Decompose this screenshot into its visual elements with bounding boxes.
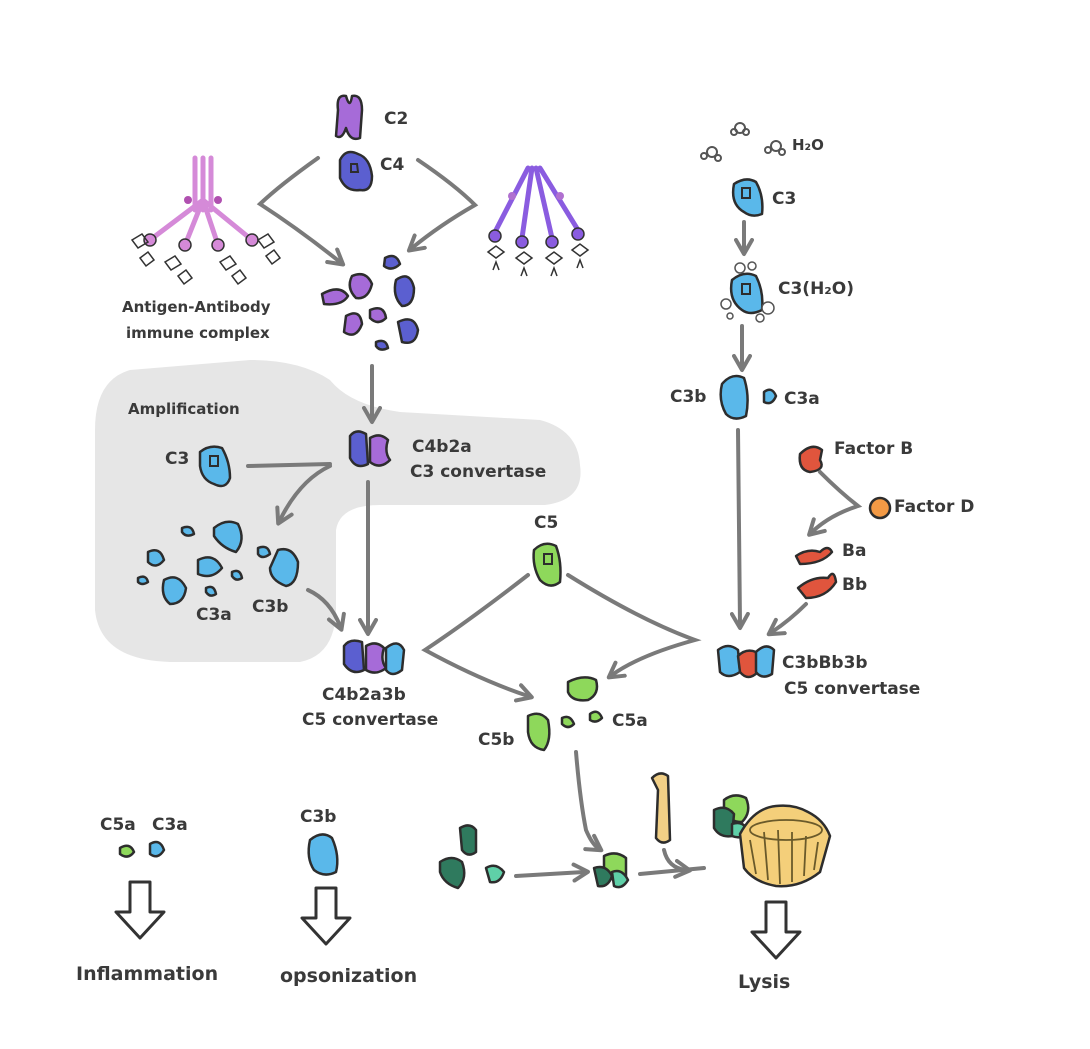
ba-label: Ba — [842, 541, 866, 561]
c3-fragments-icon — [136, 520, 300, 606]
arrow-amp-to-fragments — [275, 464, 332, 526]
arrow-c3b-alt-down — [729, 428, 750, 630]
c3b-alt-label: C3b — [670, 387, 706, 407]
ba-fragment-icon — [794, 546, 834, 566]
arrow-factor-b — [807, 470, 863, 537]
c3bbb3b-complex-icon — [716, 644, 776, 679]
c5-cleavage-icon — [526, 676, 604, 752]
c3b-alt-protein-icon — [719, 374, 778, 420]
c5-convertase-left-label: C5 convertase — [302, 710, 438, 730]
c3-convertase-label: C3 convertase — [410, 462, 546, 482]
c4-protein-icon — [338, 150, 374, 192]
lysis-arrow-icon — [750, 900, 802, 960]
c3h2o-protein-icon — [720, 261, 775, 323]
mac-core-icon — [592, 852, 630, 889]
water-molecules-icon — [700, 122, 786, 162]
c2-label: C2 — [384, 109, 408, 129]
arrow-mac-precursors — [514, 862, 590, 883]
c5-protein-icon — [532, 542, 562, 587]
opsonization-label: opsonization — [280, 965, 417, 987]
arrow-c5b-to-mac — [574, 750, 604, 853]
factor-b-label: Factor B — [834, 439, 913, 459]
h2o-label: H₂O — [792, 136, 824, 154]
opsonization-arrow-icon — [300, 886, 352, 946]
mbl-lectin-icon — [486, 165, 590, 277]
amplification-region — [95, 360, 581, 662]
c2-c4-fragments-icon — [320, 254, 420, 351]
bb-label: Bb — [842, 575, 867, 595]
arrow-to-pore — [638, 848, 706, 874]
arrow-c3-to-convertase — [246, 462, 332, 468]
c2-protein-icon — [334, 94, 364, 141]
c3-alt-label: C3 — [772, 189, 796, 209]
out-c5a-c3a-icon — [118, 840, 166, 858]
c3a-amp-label: C3a — [196, 605, 232, 625]
c3-amp-protein-icon — [198, 445, 232, 488]
c5a-label: C5a — [612, 711, 648, 731]
inflammation-label: Inflammation — [76, 963, 218, 985]
bb-fragment-icon — [796, 572, 838, 600]
factor-d-label: Factor D — [894, 497, 974, 517]
arrow-c5-left-convergence — [421, 573, 534, 703]
c3a-alt-label: C3a — [784, 389, 820, 409]
arrow-c3b-to-c4b2a3b — [306, 588, 346, 632]
factor-d-protein-icon — [868, 496, 892, 520]
c5b-label: C5b — [478, 730, 514, 750]
c3-alt-protein-icon — [731, 178, 764, 217]
out-c3a-label: C3a — [152, 815, 188, 835]
c3bbb3b-label: C3bBb3b — [782, 653, 868, 673]
c3h2o-label: C3(H₂O) — [778, 279, 854, 299]
c9-protein-icon — [650, 772, 672, 844]
immune-complex-label: immune complex — [126, 324, 270, 342]
inflammation-arrow-icon — [114, 880, 166, 940]
arrow-lectin — [406, 158, 479, 253]
c3b-amp-label: C3b — [252, 597, 288, 617]
amplification-label: Amplification — [128, 400, 240, 418]
mac-precursors-icon — [438, 824, 506, 890]
factor-b-protein-icon — [798, 445, 824, 474]
c4b2a-complex-icon — [348, 430, 392, 468]
lysis-label: Lysis — [738, 971, 790, 993]
arrow-immune-complex — [256, 156, 346, 267]
membrane-attack-complex-icon — [712, 794, 832, 888]
out-c3b-label: C3b — [300, 807, 336, 827]
c3-amp-label: C3 — [165, 449, 189, 469]
antigen-antibody-label: Antigen-Antibody — [122, 298, 271, 316]
c4-label: C4 — [380, 155, 404, 175]
out-c5a-label: C5a — [100, 815, 136, 835]
c5-convertase-right-label: C5 convertase — [784, 679, 920, 699]
igm-antibody-icon — [130, 155, 282, 286]
arrow-c5-right-convergence — [566, 573, 702, 680]
c4b2a3b-complex-icon — [342, 639, 406, 676]
c4b2a3b-label: C4b2a3b — [322, 685, 406, 705]
c4b2a-label: C4b2a — [412, 437, 472, 457]
out-c3b-icon — [307, 833, 339, 876]
c5-label: C5 — [534, 513, 558, 533]
arrow-bb-to-c3bbb3b — [766, 602, 808, 637]
